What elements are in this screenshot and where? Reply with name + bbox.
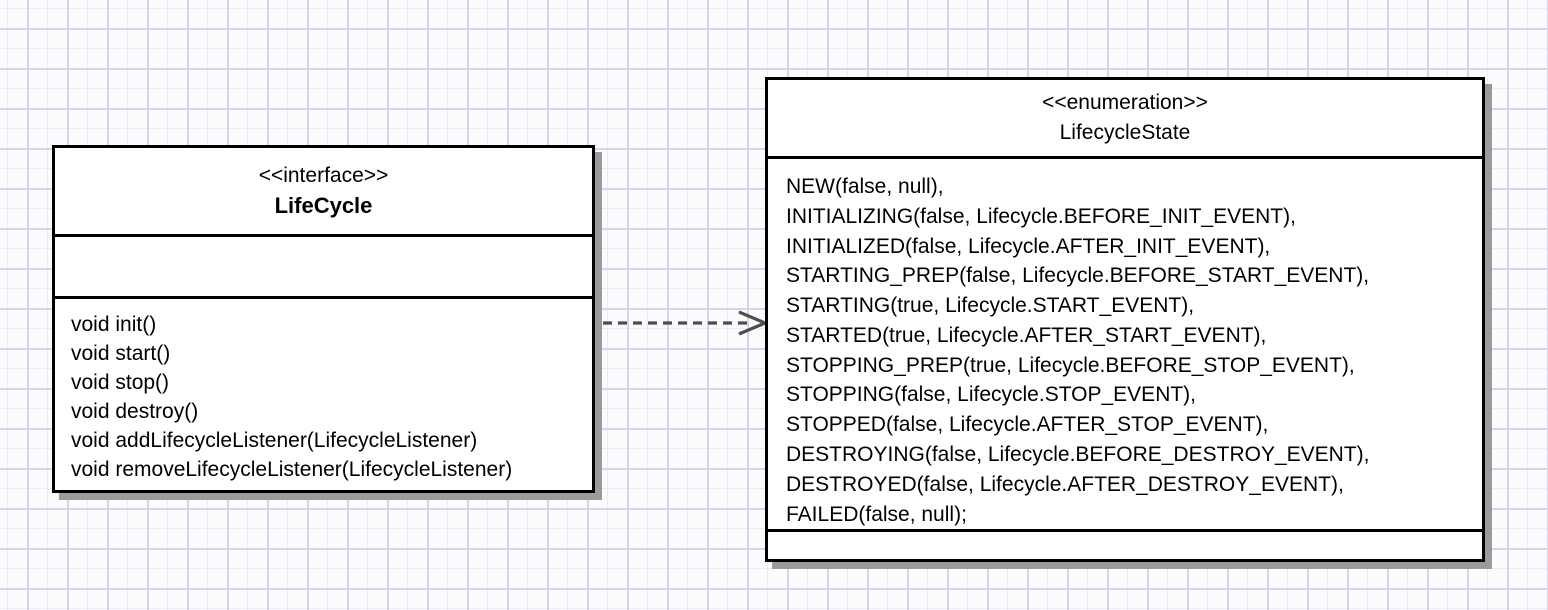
- method-line: void start(): [71, 342, 171, 365]
- enum-value-line: INITIALIZING(false, Lifecycle.BEFORE_INI…: [786, 204, 1296, 228]
- method-line: void destroy(): [71, 400, 199, 423]
- enum-value-line: FAILED(false, null);: [786, 502, 967, 526]
- lifecycle-attributes-compartment: [55, 234, 592, 296]
- enum-value-line: DESTROYED(false, Lifecycle.AFTER_DESTROY…: [786, 472, 1344, 496]
- lifecyclestate-empty-compartment: [768, 529, 1482, 559]
- lifecycle-stereotype: <<interface>>: [258, 164, 389, 187]
- lifecycle-header: <<interface>> LifeCycle: [55, 148, 592, 234]
- lifecyclestate-class-name: LifecycleState: [1059, 120, 1191, 144]
- enum-value-line: STOPPING(false, Lifecycle.STOP_EVENT),: [786, 383, 1197, 407]
- lifecyclestate-header: <<enumeration>> LifecycleState: [768, 80, 1482, 156]
- uml-enum-box-lifecyclestate: <<enumeration>> LifecycleState NEW(false…: [765, 77, 1485, 562]
- lifecyclestate-values-compartment: NEW(false, null), INITIALIZING(false, Li…: [768, 155, 1482, 530]
- uml-class-box-lifecycle: <<interface>> LifeCycle void init() void…: [52, 145, 595, 493]
- lifecyclestate-stereotype: <<enumeration>>: [1042, 90, 1208, 114]
- enum-value-line: STOPPED(false, Lifecycle.AFTER_STOP_EVEN…: [786, 413, 1269, 437]
- lifecycle-methods-compartment: void init() void start() void stop() voi…: [55, 296, 592, 490]
- enum-value-line: DESTROYING(false, Lifecycle.BEFORE_DESTR…: [786, 443, 1370, 467]
- method-line: void init(): [71, 313, 157, 336]
- method-line: void removeLifecycleListener(LifecycleLi…: [71, 458, 513, 481]
- method-line: void addLifecycleListener(LifecycleListe…: [71, 429, 478, 452]
- dependency-arrow: [603, 310, 767, 336]
- enum-value-line: STOPPING_PREP(true, Lifecycle.BEFORE_STO…: [786, 353, 1355, 377]
- method-line: void stop(): [71, 371, 170, 394]
- enum-value-line: STARTING_PREP(false, Lifecycle.BEFORE_ST…: [786, 264, 1370, 288]
- enum-value-line: NEW(false, null),: [786, 174, 944, 198]
- enum-value-line: STARTING(true, Lifecycle.START_EVENT),: [786, 294, 1195, 318]
- enum-value-line: INITIALIZED(false, Lifecycle.AFTER_INIT_…: [786, 234, 1271, 258]
- enum-value-line: STARTED(true, Lifecycle.AFTER_START_EVEN…: [786, 323, 1267, 347]
- lifecycle-class-name: LifeCycle: [274, 193, 373, 218]
